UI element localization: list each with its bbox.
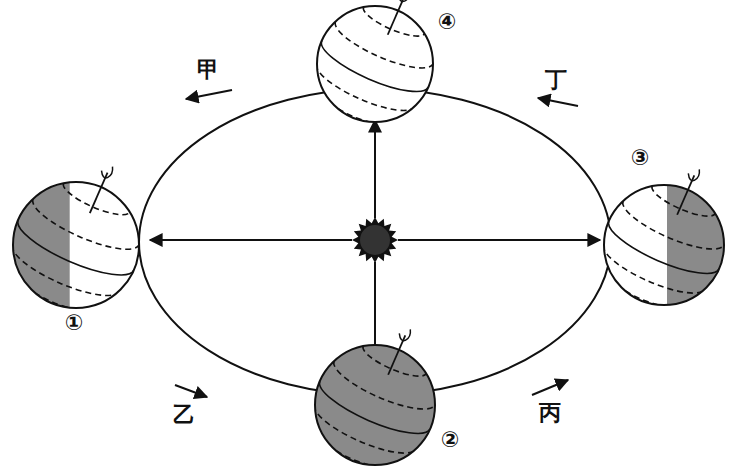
earth-globe	[598, 169, 727, 312]
direction-label: 丙	[539, 402, 561, 424]
direction-label: 甲	[197, 59, 219, 81]
callout-number: ④	[438, 11, 457, 33]
callout-number: ①	[65, 312, 84, 334]
direction-label: 丁	[545, 69, 567, 91]
earth-globe	[7, 167, 139, 316]
sun-body	[352, 217, 398, 263]
earth-globe	[311, 0, 433, 129]
sun	[352, 217, 398, 263]
earth-globe	[309, 329, 435, 468]
sun-core	[360, 225, 390, 255]
callout-number: ③	[631, 147, 650, 169]
sun-rays	[150, 120, 600, 348]
callout-number: ②	[441, 429, 460, 451]
direction-label: 乙	[173, 404, 195, 426]
